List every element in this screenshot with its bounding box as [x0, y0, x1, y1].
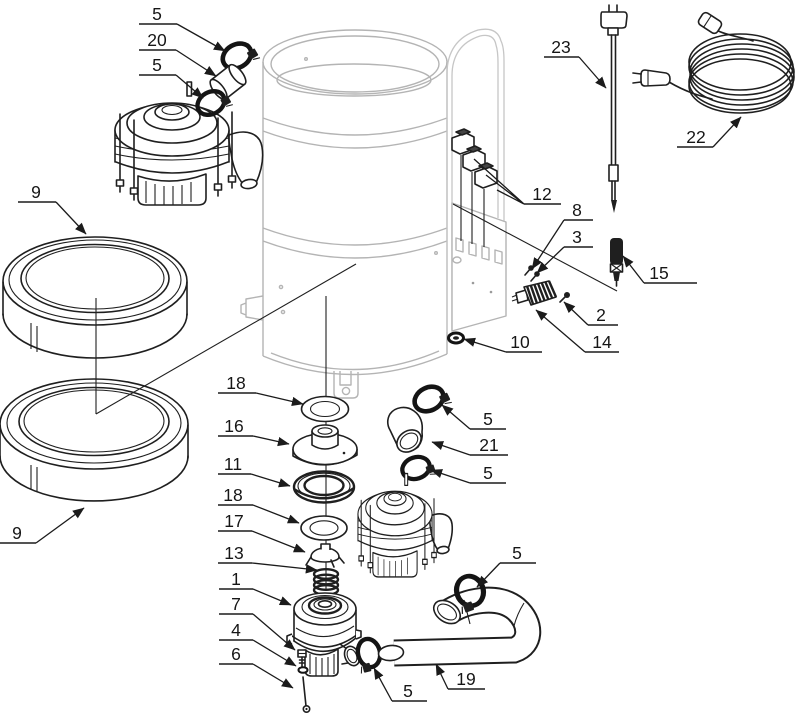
svg-text:23: 23 — [551, 37, 570, 57]
svg-text:5: 5 — [483, 463, 493, 483]
callout-5-d: 5 — [430, 463, 506, 484]
callout-14: 14 — [535, 309, 619, 353]
seal-ring — [292, 470, 356, 504]
callout-22: 22 — [677, 116, 742, 148]
gasket-upper — [300, 395, 350, 423]
bolt — [297, 649, 307, 668]
callout-15: 15 — [622, 255, 697, 284]
motor-assembly-center — [357, 472, 454, 578]
float-valve — [292, 424, 358, 466]
screw-b — [530, 271, 540, 282]
rod — [302, 676, 311, 713]
svg-text:10: 10 — [510, 332, 530, 352]
svg-text:19: 19 — [456, 669, 475, 689]
callout-4: 4 — [219, 620, 297, 667]
sensor — [609, 238, 624, 287]
svg-text:11: 11 — [224, 454, 242, 474]
callout-9-lower: 9 — [0, 507, 85, 544]
callout-9-upper: 9 — [18, 182, 87, 235]
svg-text:5: 5 — [512, 543, 522, 563]
callout-7: 7 — [219, 594, 296, 651]
callouts: 5 20 5 23 22 9 12 — [0, 4, 742, 702]
callout-21: 21 — [431, 435, 508, 456]
motor-assembly-top — [114, 81, 264, 206]
callout-13: 13 — [218, 543, 318, 574]
callout-2: 2 — [563, 301, 618, 326]
svg-text:5: 5 — [152, 55, 162, 75]
callout-5-b: 5 — [139, 55, 204, 99]
discharge-hose — [377, 586, 542, 667]
callout-5-e: 5 — [476, 543, 536, 588]
callout-12: 12 — [473, 158, 561, 205]
hose-clamp-motor-top — [410, 380, 451, 417]
ring-upper — [2, 236, 188, 359]
svg-text:5: 5 — [403, 681, 413, 701]
control-module — [511, 280, 558, 306]
svg-text:7: 7 — [231, 594, 241, 614]
callout-1: 1 — [219, 569, 292, 606]
pump-assembly — [286, 592, 362, 677]
svg-text:13: 13 — [224, 543, 243, 563]
rear-housing-panel — [446, 28, 507, 332]
gasket-lower — [300, 515, 348, 541]
electrode-set — [451, 128, 498, 247]
washer — [297, 666, 309, 674]
screw-a — [524, 265, 534, 276]
callout-6: 6 — [219, 644, 294, 689]
callout-5-a: 5 — [139, 4, 226, 52]
callout-18-upper: 18 — [218, 373, 304, 407]
svg-text:4: 4 — [231, 620, 241, 640]
power-cord — [632, 11, 795, 114]
svg-text:5: 5 — [483, 409, 493, 429]
svg-text:14: 14 — [592, 332, 612, 352]
svg-text:6: 6 — [231, 644, 241, 664]
svg-text:18: 18 — [226, 373, 245, 393]
svg-text:2: 2 — [596, 305, 606, 325]
callout-23: 23 — [544, 37, 607, 89]
callout-5-f: 5 — [373, 667, 427, 702]
svg-text:15: 15 — [649, 263, 668, 283]
svg-text:3: 3 — [572, 227, 582, 247]
svg-text:18: 18 — [223, 485, 242, 505]
tank-body — [240, 29, 448, 399]
svg-text:1: 1 — [231, 569, 241, 589]
svg-text:9: 9 — [12, 523, 22, 543]
callout-19: 19 — [435, 663, 485, 690]
elbow-hose — [386, 406, 424, 453]
level-probe — [600, 4, 628, 213]
callout-3: 3 — [536, 227, 593, 274]
svg-text:8: 8 — [572, 200, 582, 220]
svg-text:9: 9 — [31, 182, 41, 202]
retainer — [305, 543, 345, 568]
callout-16: 16 — [218, 416, 290, 447]
callout-17: 17 — [218, 511, 306, 553]
svg-text:17: 17 — [224, 511, 243, 531]
svg-text:21: 21 — [479, 435, 498, 455]
callout-5-c: 5 — [441, 404, 506, 430]
svg-text:16: 16 — [224, 416, 243, 436]
grommet — [447, 331, 465, 345]
svg-text:12: 12 — [532, 184, 551, 204]
ring-lower — [0, 378, 189, 502]
svg-text:5: 5 — [152, 4, 162, 24]
callout-20: 20 — [139, 30, 217, 77]
svg-text:22: 22 — [686, 127, 705, 147]
callout-18-lower: 18 — [218, 485, 300, 524]
screw-c — [559, 292, 570, 303]
callout-8: 8 — [531, 200, 593, 270]
svg-text:20: 20 — [147, 30, 167, 50]
callout-10: 10 — [463, 332, 542, 353]
callout-11: 11 — [218, 454, 291, 488]
